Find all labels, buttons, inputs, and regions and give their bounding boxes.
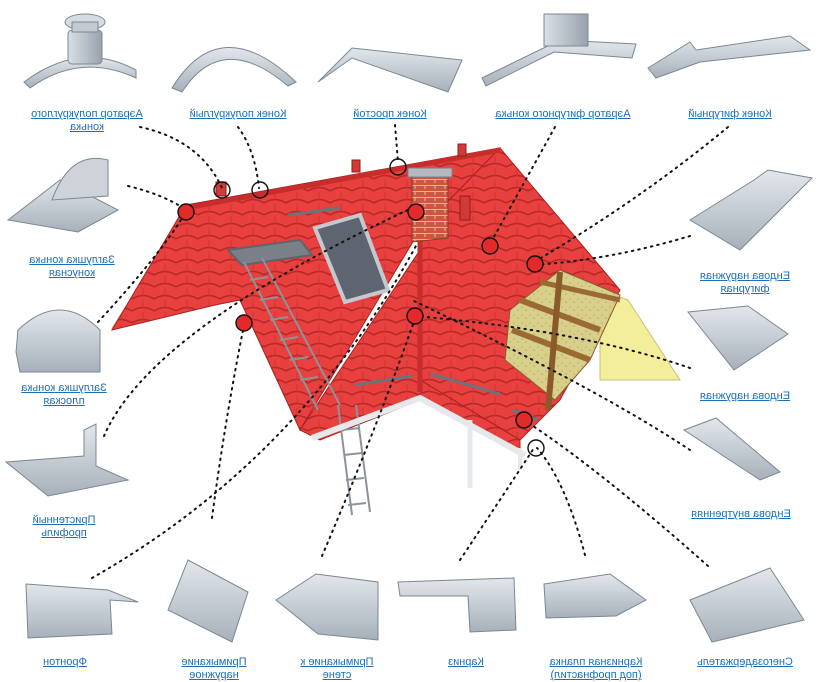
label-aerator-half-round[interactable]: Аэратор полукруглого конька: [31, 108, 143, 133]
marker-aerator-shaped: [481, 237, 499, 255]
valley-outer-shaped-image: [689, 169, 814, 251]
ridge-half-round-image: [171, 47, 297, 93]
marker-ridge-cap: [177, 203, 195, 221]
marker-wall: [406, 307, 424, 325]
marker-ridge-simple: [389, 158, 407, 176]
label-valley-outer[interactable]: Ендова наружная: [699, 390, 791, 402]
label-ridge-simple[interactable]: Конек простой: [353, 108, 427, 120]
snow-guard-image: [689, 567, 805, 643]
part-images: [4, 13, 814, 643]
ridge-line: [185, 147, 501, 211]
roof-model: [110, 143, 681, 516]
label-abutment-wall[interactable]: Примыкание к стене: [300, 656, 374, 681]
gutter: [310, 394, 527, 488]
ridge-simple-image: [317, 47, 463, 93]
eaves-strip-image: [543, 573, 647, 619]
ridge-aerator-right: [457, 143, 467, 157]
label-ridge-cap-cone[interactable]: Заглушка конька конусная: [29, 254, 115, 279]
ridge-aerator-mid: [351, 159, 361, 173]
leader-lines: [91, 124, 729, 579]
cornice-image: [397, 577, 517, 633]
aerator-shaped-image: [481, 13, 637, 87]
label-ridge-shaped[interactable]: Конек фигурный: [688, 108, 772, 120]
valley-inner-image: [682, 417, 781, 481]
abutment-wall-image: [275, 573, 379, 641]
ridge-shaped-image: [647, 35, 812, 79]
vent-pipe: [459, 195, 471, 221]
valley-outer-image: [687, 305, 789, 371]
ridge-cap-cone-image: [6, 157, 120, 233]
markers: [177, 158, 545, 457]
marker-aerator-half: [213, 181, 231, 199]
label-eaves-strip[interactable]: Карнизная планка (под профнастил): [549, 656, 643, 681]
label-wall-profile[interactable]: Пристенный профиль: [32, 514, 96, 539]
aerator-half-round-image: [23, 13, 137, 89]
wall-profile-image: [4, 423, 130, 497]
marker-gable: [235, 314, 253, 332]
abutment-outer-image: [167, 559, 249, 643]
chimney: [407, 167, 453, 243]
label-cornice[interactable]: Карниз: [448, 656, 484, 668]
marker-eaves: [527, 439, 545, 457]
marker-chimney: [407, 203, 425, 221]
label-snow-guard[interactable]: Снегозадержатель: [697, 656, 793, 668]
label-ridge-half-round[interactable]: Конек полукруглый: [189, 108, 287, 120]
label-abutment-outer[interactable]: Примыкание наружное: [181, 656, 247, 681]
marker-ridge-half: [251, 181, 269, 199]
ridge-cap-flat-image: [15, 309, 101, 373]
marker-cornice: [515, 411, 533, 429]
label-gable[interactable]: Фронтон: [43, 656, 87, 668]
marker-valley: [526, 255, 544, 273]
label-valley-outer-shaped[interactable]: Ендова наружная фигурная: [699, 270, 791, 295]
roof-window: [312, 212, 391, 305]
label-valley-inner[interactable]: Ендова внутренняя: [691, 508, 791, 520]
gable-image: [25, 583, 139, 639]
label-ridge-cap-flat[interactable]: Заглушка конька плоская: [21, 382, 107, 407]
label-aerator-shaped[interactable]: Аэратор фигурного конька: [495, 108, 631, 120]
